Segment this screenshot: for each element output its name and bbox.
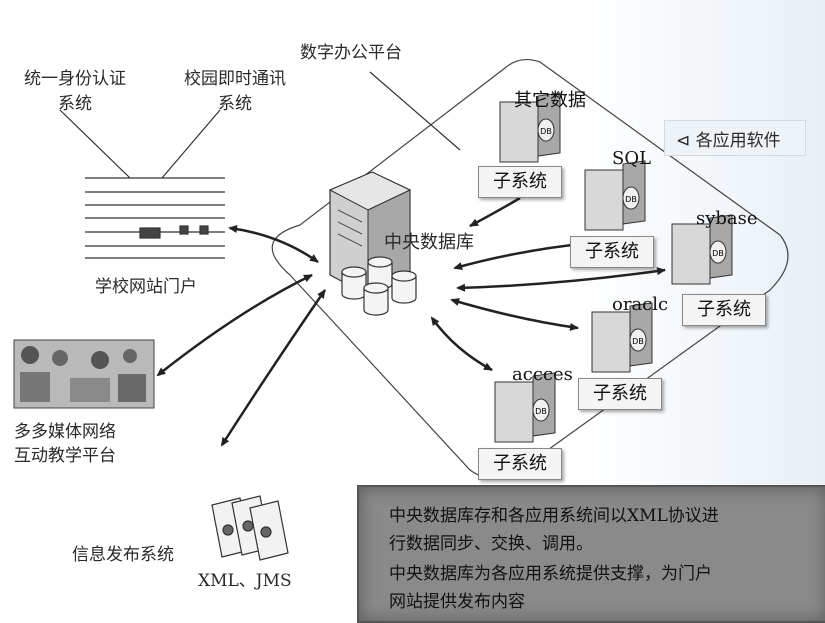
db-source-sql: SQL bbox=[612, 148, 652, 169]
classroom-photo-icon bbox=[13, 339, 155, 409]
central-db-label: 中央数据库 bbox=[384, 232, 474, 253]
server-sybase-icon bbox=[671, 214, 733, 285]
portal-page-icon bbox=[85, 177, 225, 259]
apps-label-bg bbox=[664, 120, 806, 156]
note-line: 行数据同步、交换、调用。 bbox=[389, 534, 593, 554]
xml-jms-label: XML、JMS bbox=[198, 571, 292, 591]
documents-icon bbox=[211, 495, 289, 561]
subsystem-box: 子系统 bbox=[478, 166, 562, 198]
arrow-portal bbox=[228, 225, 319, 264]
subsystem-box: 子系统 bbox=[570, 236, 654, 268]
unified-auth-label: 统一身份认证系统 bbox=[24, 69, 126, 114]
db-source-oracle: oraclc bbox=[612, 294, 669, 315]
arrow-sybase bbox=[456, 267, 666, 292]
arrow-other bbox=[469, 196, 521, 228]
subsystem-box: 子系统 bbox=[578, 378, 662, 410]
school-portal-label: 学校网站门户 bbox=[95, 277, 197, 297]
multimedia-label: 多多媒体网络互动教学平台 bbox=[14, 422, 116, 466]
server-sql-icon bbox=[584, 160, 646, 231]
arrow-publish bbox=[220, 289, 327, 447]
campus-im-label: 校园即时通讯系统 bbox=[184, 69, 286, 114]
server-other-icon bbox=[499, 92, 561, 163]
db-source-other: 其它数据 bbox=[514, 90, 586, 111]
info-publish-label: 信息发布系统 bbox=[72, 545, 174, 565]
note-line: 中央数据库存和各应用系统间以XML协议进 bbox=[389, 506, 719, 526]
server-access-icon bbox=[494, 372, 556, 443]
arrow-icon: ⊲ bbox=[676, 131, 696, 151]
db-icon-text: DB bbox=[625, 195, 637, 204]
arrow-access bbox=[430, 316, 493, 372]
note-line: 网站提供发布内容 bbox=[389, 592, 525, 612]
description-note: 中央数据库存和各应用系统间以XML协议进 行数据同步、交换、调用。 中央数据库为… bbox=[357, 485, 825, 623]
subsystem-box: 子系统 bbox=[682, 294, 766, 326]
note-line: 中央数据库为各应用系统提供支撑，为门户 bbox=[389, 564, 712, 584]
db-icon-text: DB bbox=[540, 127, 552, 136]
db-source-access: accces bbox=[512, 364, 573, 385]
platform-outline bbox=[271, 58, 789, 480]
db-icon-text: DB bbox=[535, 407, 547, 416]
arrow-oracle bbox=[450, 298, 579, 331]
db-icon-text: DB bbox=[632, 337, 644, 346]
server-oracle-icon bbox=[591, 302, 653, 373]
db-icon-text: DB bbox=[712, 249, 724, 258]
db-source-sybase: sybase bbox=[696, 208, 758, 229]
database-cylinders-icon bbox=[341, 256, 417, 316]
subsystem-box: 子系统 bbox=[478, 448, 562, 480]
platform-label: 数字办公平台 bbox=[300, 43, 402, 63]
apps-label: ⊲ 各应用软件 bbox=[676, 131, 781, 151]
